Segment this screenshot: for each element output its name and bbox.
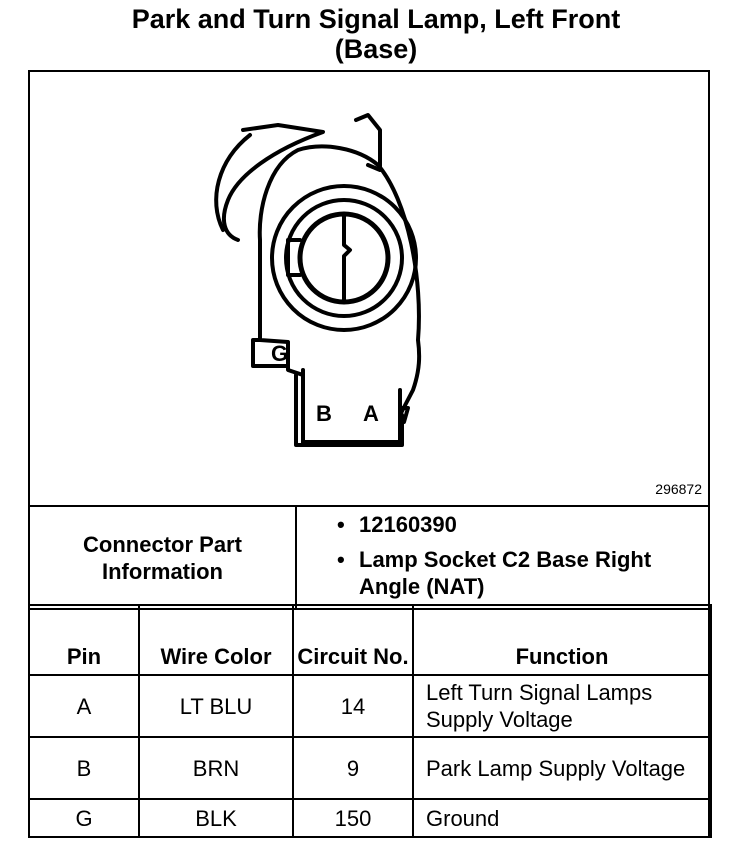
reference-number: 296872 xyxy=(655,481,702,497)
connector-info-table: Connector Part Information 12160390 Lamp… xyxy=(28,505,710,610)
left-notch xyxy=(286,238,302,277)
function-cell: Park Lamp Supply Voltage xyxy=(412,736,712,800)
pin-cell: G xyxy=(28,798,140,838)
circuit-cell: 150 xyxy=(292,798,414,838)
header-function: Function xyxy=(412,604,712,676)
connector-info-label: Connector Part Information xyxy=(28,505,297,610)
function-cell: Left Turn Signal Lamps Supply Voltage xyxy=(412,674,712,738)
wire-color-cell: BLK xyxy=(138,798,294,838)
header-circuit: Circuit No. xyxy=(292,604,414,676)
header-wire-color: Wire Color xyxy=(138,604,294,676)
wire-color-cell: LT BLU xyxy=(138,674,294,738)
pin-label-g: G xyxy=(271,341,288,366)
pin-label-a: A xyxy=(363,401,379,426)
circuit-cell: 14 xyxy=(292,674,414,738)
ground-tab-outline xyxy=(251,338,290,368)
table-row: B BRN 9 Park Lamp Supply Voltage xyxy=(28,736,712,800)
socket-body xyxy=(257,144,422,444)
connector-info-list: 12160390 Lamp Socket C2 Base Right Angle… xyxy=(295,505,710,610)
table-row: G BLK 150 Ground xyxy=(28,798,712,838)
pin-cell: A xyxy=(28,674,140,738)
connector-part-number: 12160390 xyxy=(337,511,708,538)
page-subtitle: (Base) xyxy=(334,34,418,64)
connector-description: Lamp Socket C2 Base Right Angle (NAT) xyxy=(337,546,708,600)
socket-outer-ring xyxy=(270,184,418,332)
terminal-shroud-lower xyxy=(294,373,404,447)
header-pin: Pin xyxy=(28,604,140,676)
circuit-cell: 9 xyxy=(292,736,414,800)
connector-drawing: G B A xyxy=(214,113,422,447)
pin-table-header: Pin Wire Color Circuit No. Function xyxy=(28,604,712,676)
center-slot xyxy=(342,213,352,304)
table-row: A LT BLU 14 Left Turn Signal Lamps Suppl… xyxy=(28,674,712,738)
latch-arm-inner xyxy=(214,133,252,232)
top-tab xyxy=(354,113,382,172)
pin-label-b: B xyxy=(316,401,332,426)
wire-color-cell: BRN xyxy=(138,736,294,800)
diagram-frame xyxy=(28,70,710,838)
pin-table: Pin Wire Color Circuit No. Function A LT… xyxy=(28,604,712,838)
shroud-key xyxy=(400,406,410,424)
page-title: Park and Turn Signal Lamp, Left Front xyxy=(131,4,621,34)
pin-cell: B xyxy=(28,736,140,800)
function-cell: Ground xyxy=(412,798,712,838)
latch-arm-outer xyxy=(221,123,325,242)
